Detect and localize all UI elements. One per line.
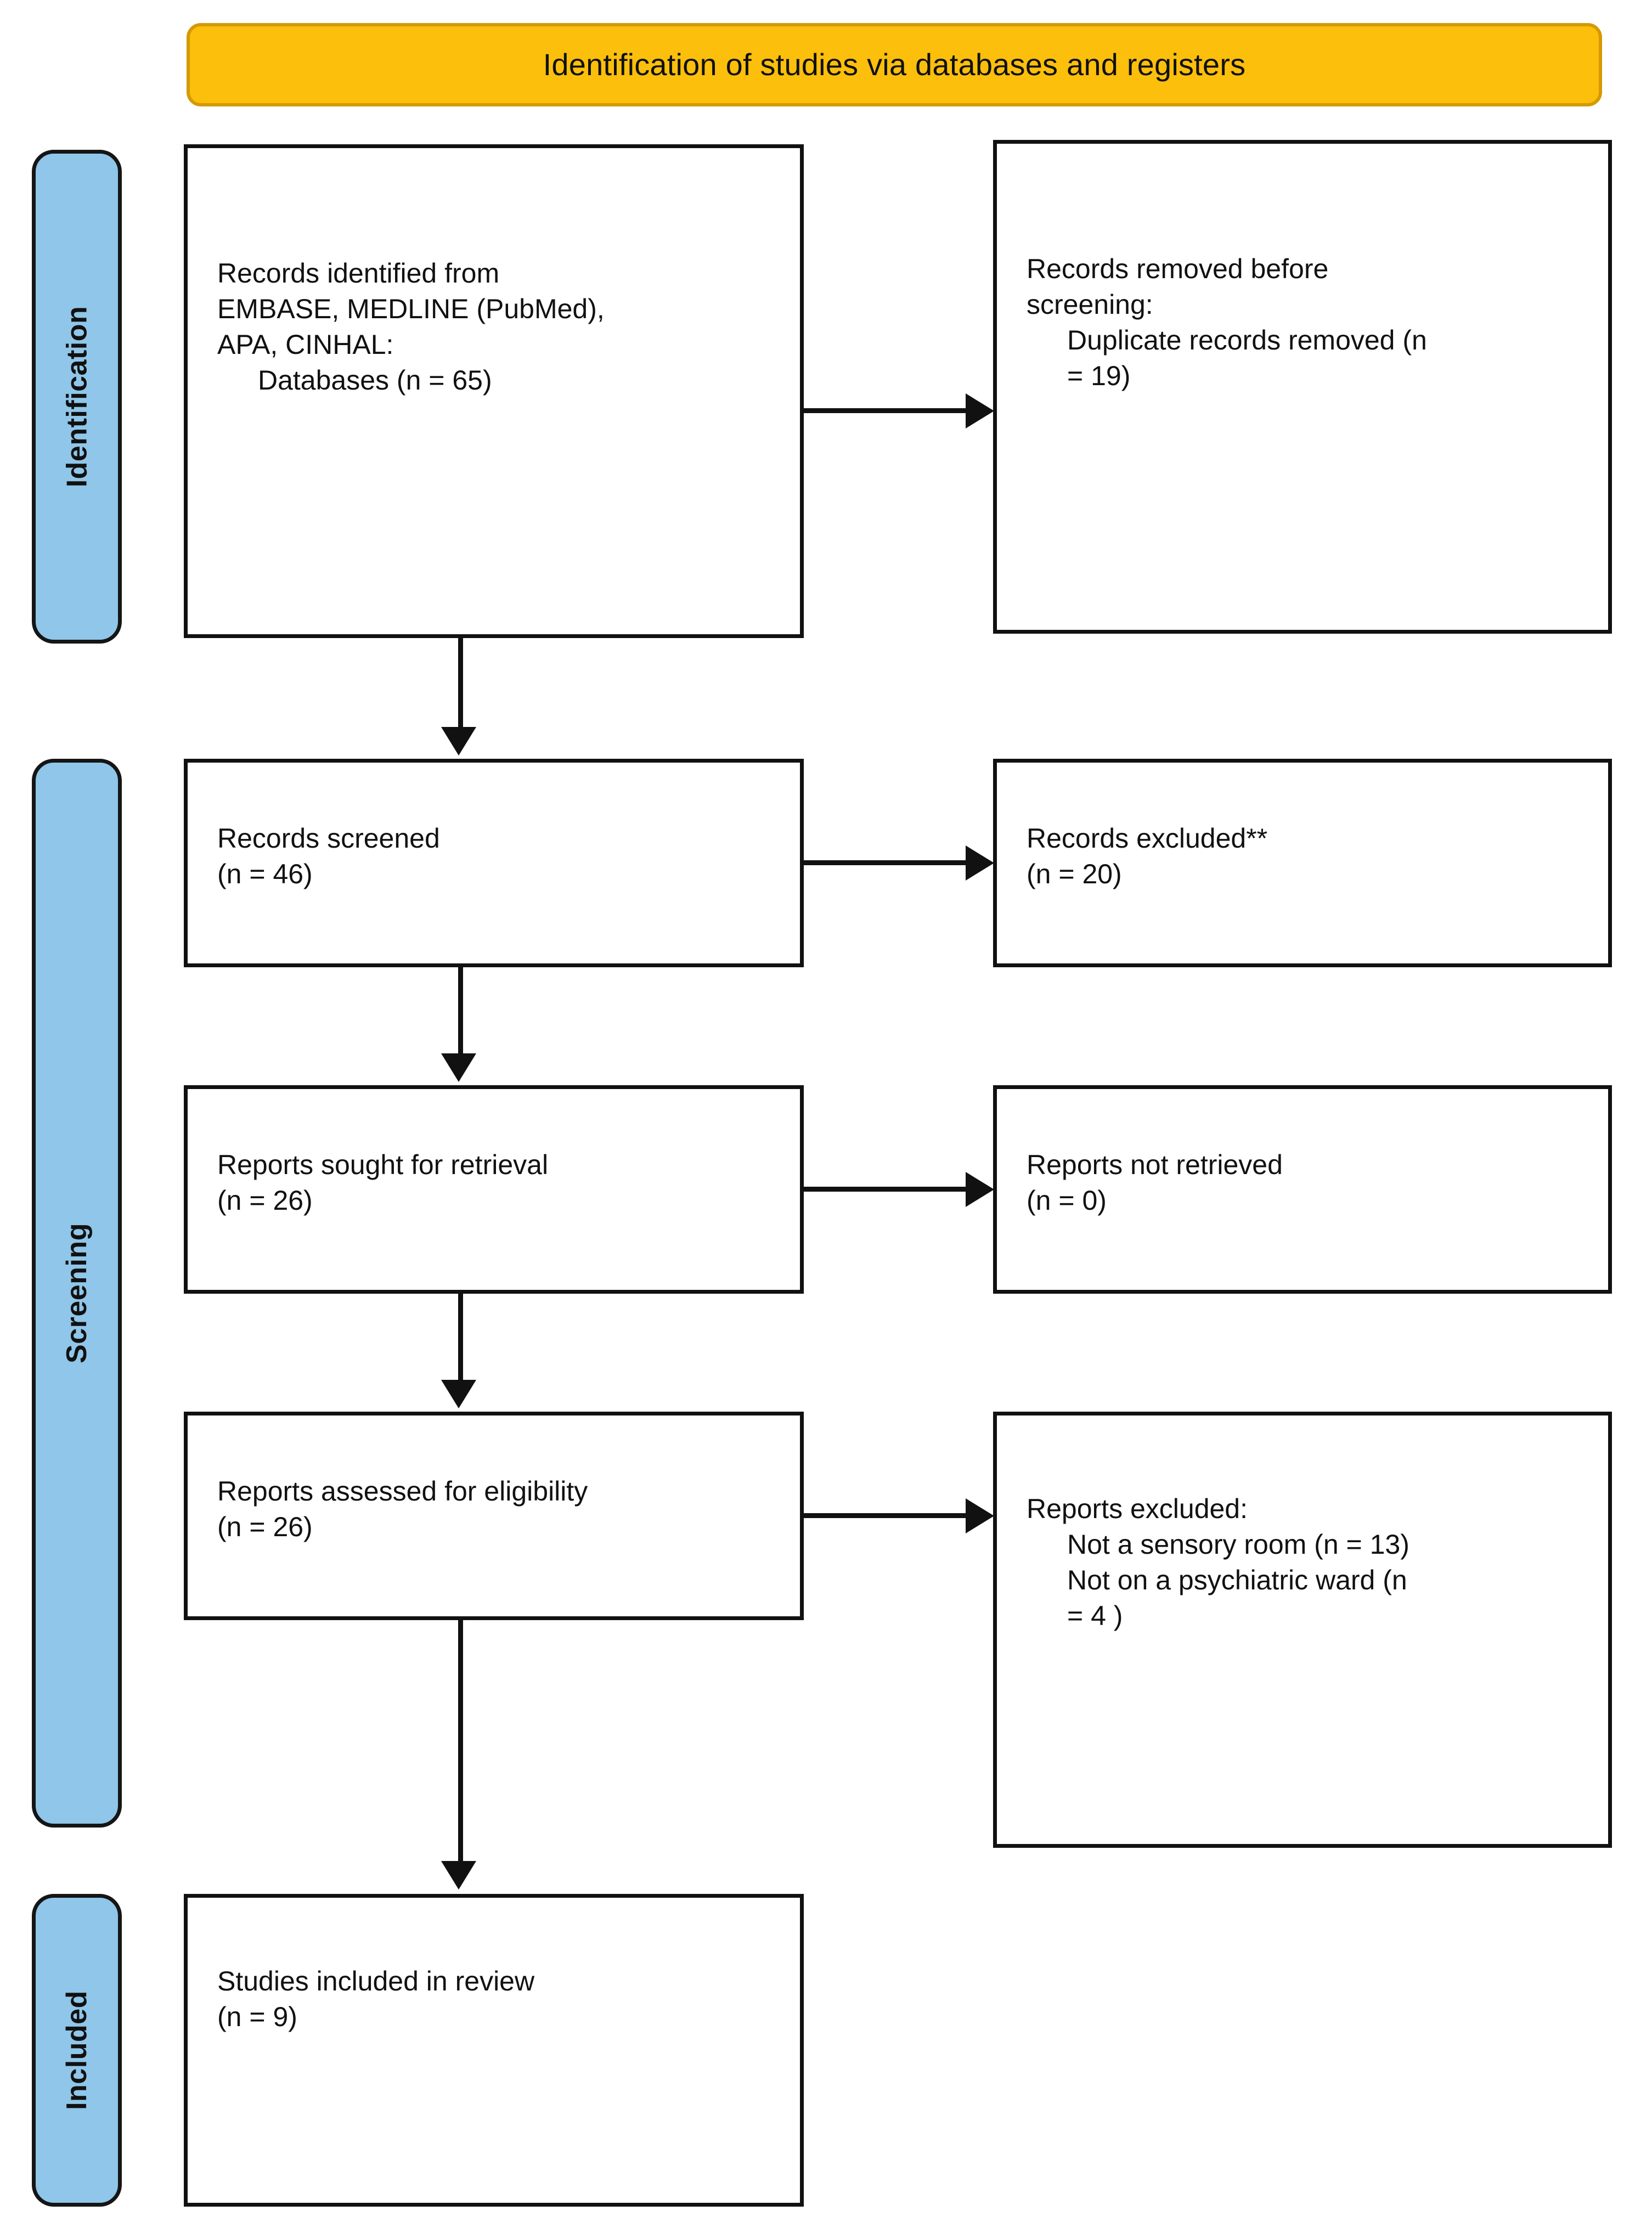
diagram-header-banner: Identification of studies via databases … xyxy=(187,23,1602,106)
reports-sought-label: Reports sought for retrieval xyxy=(217,1149,549,1180)
records-screened-count: (n = 46) xyxy=(217,859,313,889)
box-reports-sought-text: Reports sought for retrieval (n = 26) xyxy=(217,1147,781,1219)
reports-not-retrieved-count: (n = 0) xyxy=(1027,1185,1107,1216)
records-identified-line-1: Records identified from xyxy=(217,258,500,289)
reports-not-retrieved-label: Reports not retrieved xyxy=(1027,1149,1283,1180)
records-identified-databases-count: Databases (n = 65) xyxy=(258,365,492,396)
box-records-excluded-text: Records excluded** (n = 20) xyxy=(1027,821,1589,892)
studies-included-count: (n = 9) xyxy=(217,2001,297,2032)
connector-sought-to-not-retrieved xyxy=(804,1187,968,1192)
connector-assessed-to-reports-excluded xyxy=(804,1513,968,1518)
box-reports-assessed-text: Reports assessed for eligibility (n = 26… xyxy=(217,1474,781,1545)
box-reports-not-retrieved-text: Reports not retrieved (n = 0) xyxy=(1027,1147,1589,1219)
box-reports-excluded: Reports excluded: Not a sensory room (n … xyxy=(993,1412,1612,1848)
connector-screened-to-sought xyxy=(458,967,463,1055)
arrowhead-right-icon xyxy=(966,845,994,881)
records-removed-prefix: Records removed xyxy=(1027,253,1251,284)
connector-identified-to-screened xyxy=(458,638,463,731)
records-screened-label: Records screened xyxy=(217,823,440,854)
box-reports-not-retrieved: Reports not retrieved (n = 0) xyxy=(993,1085,1612,1294)
stage-tab-screening: Screening xyxy=(32,759,122,1828)
records-excluded-label: Records excluded** xyxy=(1027,823,1268,854)
box-studies-included: Studies included in review (n = 9) xyxy=(184,1894,804,2207)
stage-tab-identification: Identification xyxy=(32,150,122,644)
records-identified-line-3: APA, CINHAL: xyxy=(217,329,394,360)
duplicate-records-removed-line-1: Duplicate records removed (n xyxy=(1067,325,1427,356)
arrowhead-down-icon xyxy=(441,727,476,755)
stage-label-screening: Screening xyxy=(61,1223,93,1363)
records-removed-italic-screening: screening xyxy=(1027,289,1146,320)
records-removed-italic-before: before xyxy=(1250,253,1329,284)
reports-excluded-reason-1: Not a sensory room (n = 13) xyxy=(1067,1529,1409,1560)
box-records-screened: Records screened (n = 46) xyxy=(184,759,804,967)
studies-included-label: Studies included in review xyxy=(217,1966,535,1997)
box-records-excluded: Records excluded** (n = 20) xyxy=(993,759,1612,967)
header-title: Identification of studies via databases … xyxy=(543,47,1246,82)
box-records-removed: Records removed before screening: Duplic… xyxy=(993,140,1612,634)
arrowhead-right-icon xyxy=(966,1172,994,1207)
box-records-identified: Records identified from EMBASE, MEDLINE … xyxy=(184,144,804,638)
arrowhead-right-icon xyxy=(966,1498,994,1533)
connector-sought-to-assessed xyxy=(458,1294,463,1381)
arrowhead-down-icon xyxy=(441,1380,476,1408)
records-removed-colon: : xyxy=(1145,289,1153,320)
stage-label-identification: Identification xyxy=(61,306,93,488)
reports-excluded-reason-2-line-1: Not on a psychiatric ward (n xyxy=(1067,1565,1407,1595)
records-removed-line-1: Records removed before xyxy=(1027,251,1589,287)
records-excluded-count: (n = 20) xyxy=(1027,859,1122,889)
box-reports-assessed: Reports assessed for eligibility (n = 26… xyxy=(184,1412,804,1620)
connector-assessed-to-included xyxy=(458,1620,463,1863)
records-identified-line-2: EMBASE, MEDLINE (PubMed), xyxy=(217,294,605,324)
reports-sought-count: (n = 26) xyxy=(217,1185,313,1216)
duplicate-records-removed-line-2: = 19) xyxy=(1067,360,1131,391)
reports-excluded-label: Reports excluded: xyxy=(1027,1493,1248,1524)
box-records-removed-text: Records removed before screening: Duplic… xyxy=(1027,251,1589,394)
arrowhead-down-icon xyxy=(441,1861,476,1890)
connector-identified-to-removed xyxy=(804,408,968,413)
stage-label-included: Included xyxy=(61,1990,93,2110)
reports-assessed-count: (n = 26) xyxy=(217,1512,313,1542)
box-studies-included-text: Studies included in review (n = 9) xyxy=(217,1964,781,2035)
box-records-identified-text: Records identified from EMBASE, MEDLINE … xyxy=(217,256,781,398)
box-reports-excluded-text: Reports excluded: Not a sensory room (n … xyxy=(1027,1491,1589,1634)
box-records-screened-text: Records screened (n = 46) xyxy=(217,821,781,892)
arrowhead-down-icon xyxy=(441,1053,476,1082)
connector-screened-to-excluded xyxy=(804,860,968,865)
box-reports-sought: Reports sought for retrieval (n = 26) xyxy=(184,1085,804,1294)
stage-tab-included: Included xyxy=(32,1894,122,2207)
reports-excluded-reason-2-line-2: = 4 ) xyxy=(1067,1600,1123,1631)
arrowhead-right-icon xyxy=(966,393,994,428)
records-removed-line-2: screening: xyxy=(1027,287,1589,323)
reports-assessed-label: Reports assessed for eligibility xyxy=(217,1476,588,1507)
